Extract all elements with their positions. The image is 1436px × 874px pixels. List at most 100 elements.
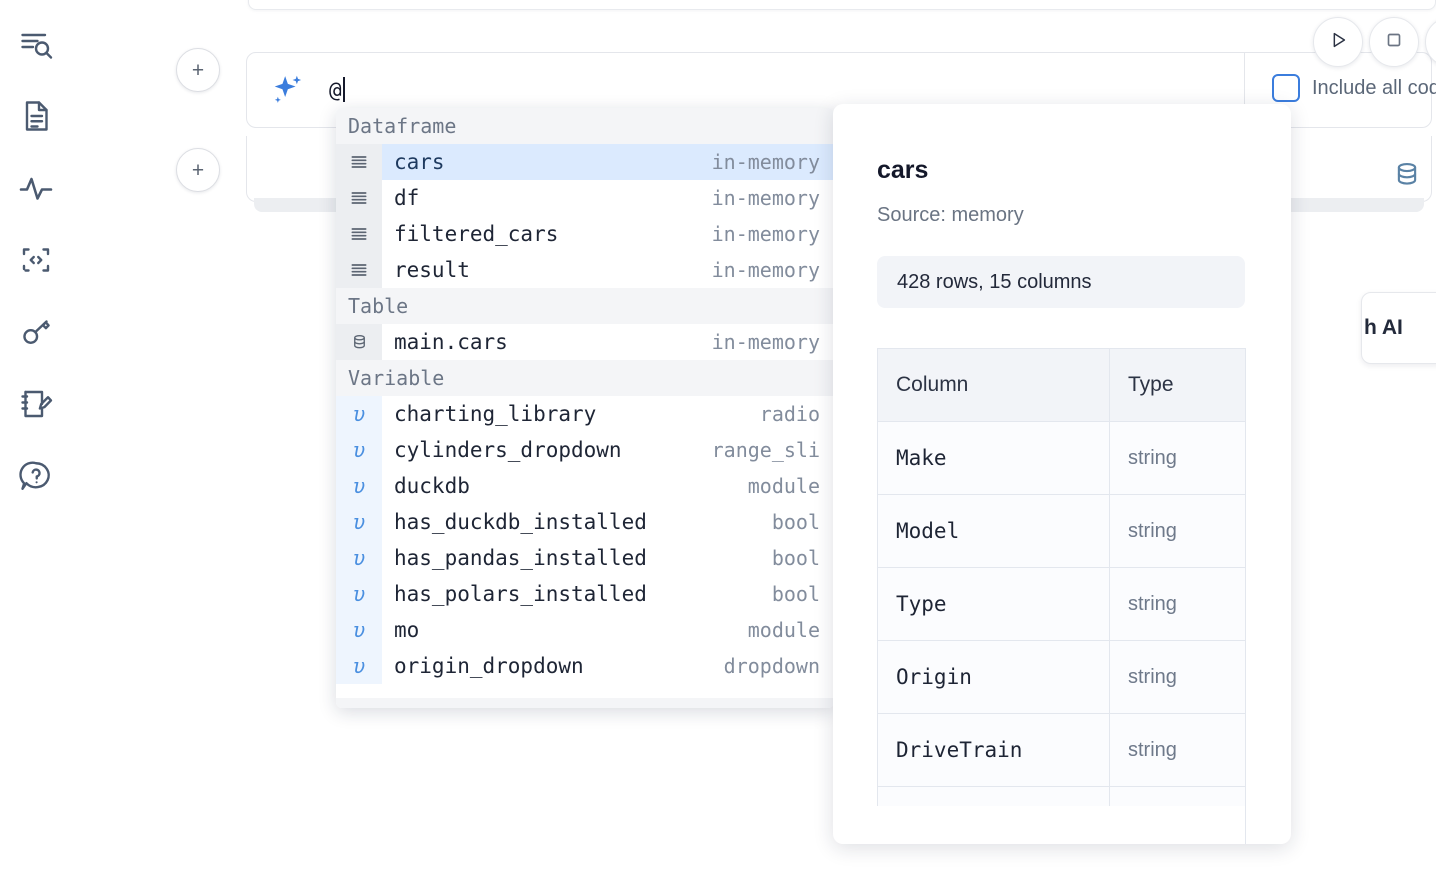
sidebar-item-run-status[interactable] <box>10 162 62 214</box>
schema-column-name: Model <box>877 494 1110 568</box>
ai-prompt-divider <box>1244 52 1245 128</box>
column-header-type: Type <box>1109 348 1246 422</box>
plus-icon: + <box>191 58 205 82</box>
preview-shape-badge: 428 rows, 15 columns <box>877 256 1245 308</box>
completion-item-kind: in-memory <box>711 330 820 354</box>
include-all-code-checkbox[interactable] <box>1272 74 1300 102</box>
schema-column-type: string <box>1109 421 1246 495</box>
completion-item-label: filtered_cars <box>394 222 559 246</box>
sidebar-item-scratchpad[interactable] <box>10 378 62 430</box>
completion-item-kind: module <box>747 474 820 498</box>
completion-item[interactable]: main.cars in-memory <box>336 324 834 360</box>
ai-prompt-value: @ <box>329 77 342 102</box>
completion-item-kind: range_sli <box>711 438 820 462</box>
completion-item-label: df <box>394 186 420 210</box>
ai-chip[interactable]: h AI <box>1361 292 1436 364</box>
completion-item-kind: in-memory <box>711 186 820 210</box>
variable-icon: υ <box>336 540 382 576</box>
table-header-row: Column Type <box>877 348 1246 422</box>
help-chat-icon <box>18 458 54 494</box>
add-cell-button-top[interactable]: + <box>176 48 220 92</box>
run-button[interactable] <box>1313 17 1363 67</box>
completion-item[interactable]: df in-memory <box>336 180 834 216</box>
schema-column-type: string <box>1109 494 1246 568</box>
preview-table-clip <box>877 806 1245 844</box>
preview-source: Source: memory <box>877 204 1024 226</box>
completion-item-label: main.cars <box>394 330 508 354</box>
ai-chip-label: h AI <box>1364 316 1403 339</box>
completion-item-label: has_duckdb_installed <box>394 510 647 534</box>
completion-item-kind: dropdown <box>723 654 820 678</box>
completion-list-clip <box>336 698 834 708</box>
completion-item[interactable]: result in-memory <box>336 252 834 288</box>
ai-prompt-input[interactable]: @ <box>329 76 1431 102</box>
stop-button[interactable] <box>1369 17 1419 67</box>
completion-item[interactable]: filtered_cars in-memory <box>336 216 834 252</box>
completion-item-label: mo <box>394 618 420 642</box>
variable-icon: υ <box>336 504 382 540</box>
dataframe-icon <box>336 252 382 288</box>
completion-item-kind: in-memory <box>711 222 820 246</box>
completion-item-label: has_polars_installed <box>394 582 647 606</box>
completion-item-kind: bool <box>771 582 820 606</box>
schema-column-name: Make <box>877 421 1110 495</box>
completion-group-header: Variable <box>336 360 834 396</box>
include-all-code-label: Include all code <box>1312 76 1436 99</box>
schema-column-name: DriveTrain <box>877 713 1110 787</box>
add-cell-button-bottom[interactable]: + <box>176 148 220 192</box>
scratchpad-edit-icon <box>18 386 54 422</box>
plus-icon: + <box>191 158 205 182</box>
dataframe-preview-panel: cars Source: memory 428 rows, 15 columns… <box>833 104 1291 844</box>
completion-item-label: origin_dropdown <box>394 654 584 678</box>
completion-item[interactable]: υ has_duckdb_installed bool <box>336 504 834 540</box>
completion-item-label: result <box>394 258 470 282</box>
schema-column-type: string <box>1109 567 1246 641</box>
variable-icon: υ <box>336 468 382 504</box>
database-icon[interactable] <box>1392 160 1422 190</box>
completion-item-kind: bool <box>771 510 820 534</box>
completion-item-kind: in-memory <box>711 150 820 174</box>
completion-group-header: Dataframe <box>336 108 834 144</box>
completion-item[interactable]: cars in-memory <box>336 144 834 180</box>
file-text-icon <box>18 98 54 134</box>
sparkle-icon <box>269 71 307 109</box>
completion-item-label: charting_library <box>394 402 597 426</box>
completion-item-kind: in-memory <box>711 258 820 282</box>
sidebar-item-help[interactable] <box>10 450 62 502</box>
outline-search-icon <box>18 26 54 62</box>
schema-column-name: Type <box>877 567 1110 641</box>
text-caret <box>342 76 345 102</box>
sidebar-item-secrets[interactable] <box>10 306 62 358</box>
cell-above-outline <box>248 0 1436 10</box>
column-header-column: Column <box>877 348 1110 422</box>
code-snippet-icon <box>18 242 54 278</box>
include-all-code-toggle[interactable]: Include all code <box>1272 74 1436 102</box>
completion-item-label: has_pandas_installed <box>394 546 647 570</box>
play-icon <box>1327 29 1349 56</box>
activity-pulse-icon <box>18 170 54 206</box>
completion-item-kind: radio <box>759 402 820 426</box>
sidebar-item-notebook-file[interactable] <box>10 90 62 142</box>
completion-item-label: duckdb <box>394 474 470 498</box>
schema-column-type: string <box>1109 713 1246 787</box>
sidebar-rail <box>0 0 72 874</box>
schema-column-name: Origin <box>877 640 1110 714</box>
completion-item-label: cars <box>394 150 445 174</box>
sidebar-item-snippets[interactable] <box>10 234 62 286</box>
stop-square-icon <box>1383 29 1405 56</box>
sidebar-item-explore[interactable] <box>10 18 62 70</box>
